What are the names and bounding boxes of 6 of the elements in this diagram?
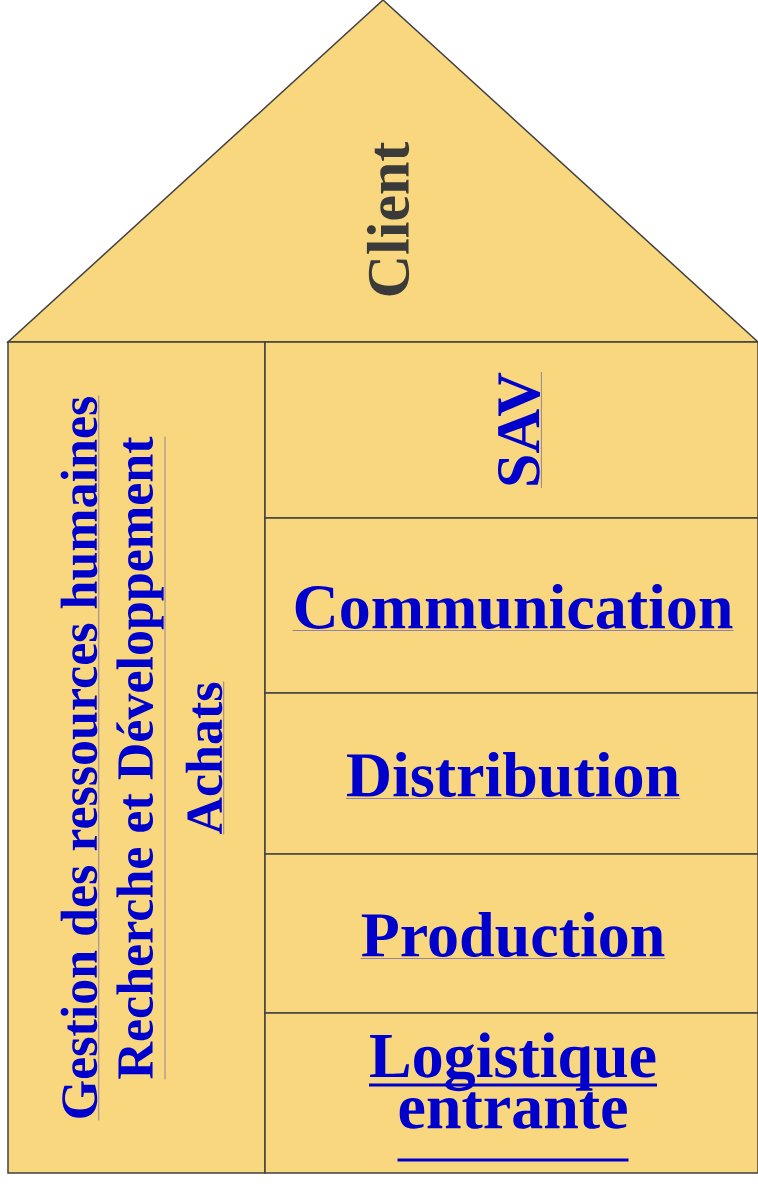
- section-box: Logistique entrante: [264, 1012, 758, 1174]
- section-box: Production: [264, 853, 758, 1014]
- section-box: Communication: [264, 517, 758, 694]
- section-box: Distribution: [264, 692, 758, 855]
- node-label: Production: [361, 911, 665, 958]
- section-box: SAV: [264, 341, 758, 519]
